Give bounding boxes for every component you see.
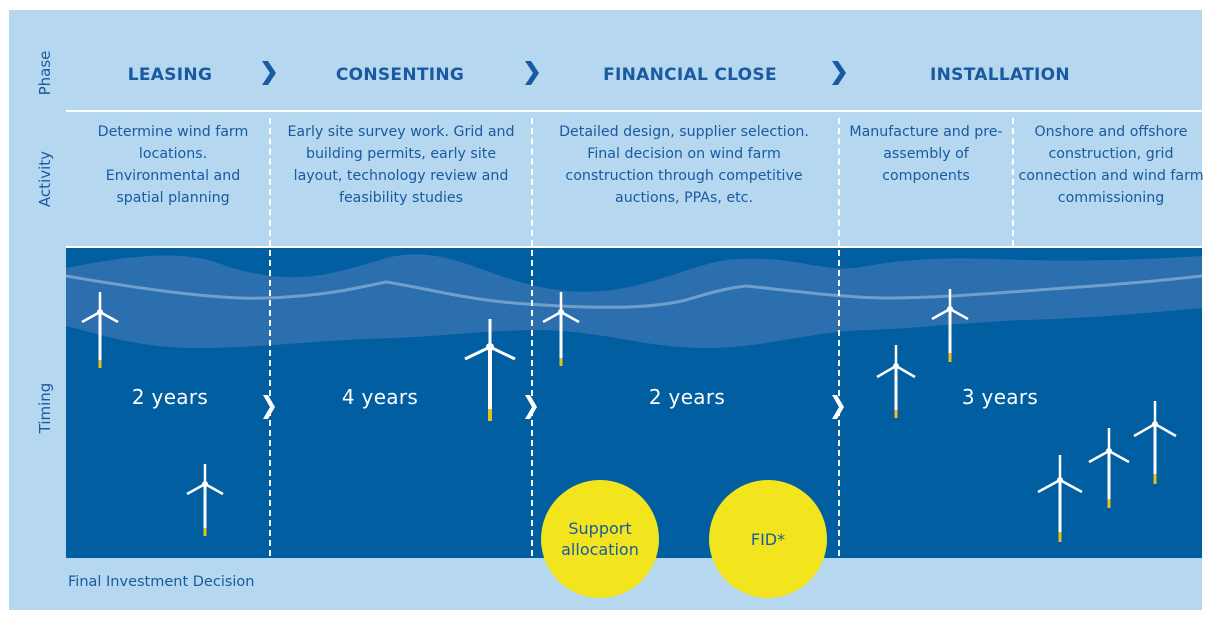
activity-row-divider [66, 246, 1202, 248]
duration-leasing: 2 years [131, 385, 209, 409]
chevron-right-icon [262, 61, 276, 85]
duration-financial-close: 2 years [648, 385, 726, 409]
activity-divider [531, 118, 533, 246]
wind-turbine-icon [1037, 455, 1083, 542]
phase-row-divider [66, 110, 1202, 112]
activity-consenting: Early site survey work. Grid and buildin… [287, 124, 515, 206]
wind-turbine-icon [81, 292, 119, 368]
chevron-right-icon [832, 61, 846, 85]
wind-turbine-icon [1088, 428, 1130, 508]
milestone-fid: FID* [709, 480, 827, 598]
phase-financial-close: FINANCIAL CLOSE [603, 65, 777, 85]
activity-manufacture: Manufacture and pre-assembly of componen… [849, 124, 1003, 184]
footnote: Final Investment Decision [68, 574, 255, 590]
wind-turbine-icon [464, 319, 516, 421]
activity-financial-close: Detailed design, supplier selection. Fin… [559, 124, 809, 206]
wind-turbine-icon [186, 464, 224, 536]
chevron-right-icon [525, 395, 537, 419]
activity-divider [269, 118, 271, 246]
row-label-timing: Timing [36, 382, 54, 434]
activity-divider [1012, 118, 1014, 246]
wind-turbine-icon [542, 292, 580, 366]
activity-installation: Onshore and offshore construction, grid … [1018, 124, 1204, 206]
duration-consenting: 4 years [341, 385, 419, 409]
duration-installation: 3 years [961, 385, 1039, 409]
phase-consenting: CONSENTING [335, 65, 465, 85]
chevron-right-icon [832, 395, 844, 419]
wind-turbine-icon [931, 289, 969, 362]
row-label-activity: Activity [36, 150, 54, 208]
wind-turbine-icon [1133, 401, 1177, 484]
phase-installation: INSTALLATION [930, 65, 1070, 85]
activity-divider [838, 118, 840, 246]
row-label-phase: Phase [36, 50, 54, 96]
phase-leasing: LEASING [127, 65, 213, 85]
wind-turbine-icon [876, 345, 916, 418]
chevron-right-icon [525, 61, 539, 85]
milestone-support-allocation: Support allocation [541, 480, 659, 598]
activity-leasing: Determine wind farm locations. Environme… [97, 124, 249, 206]
chevron-right-icon [263, 395, 275, 419]
